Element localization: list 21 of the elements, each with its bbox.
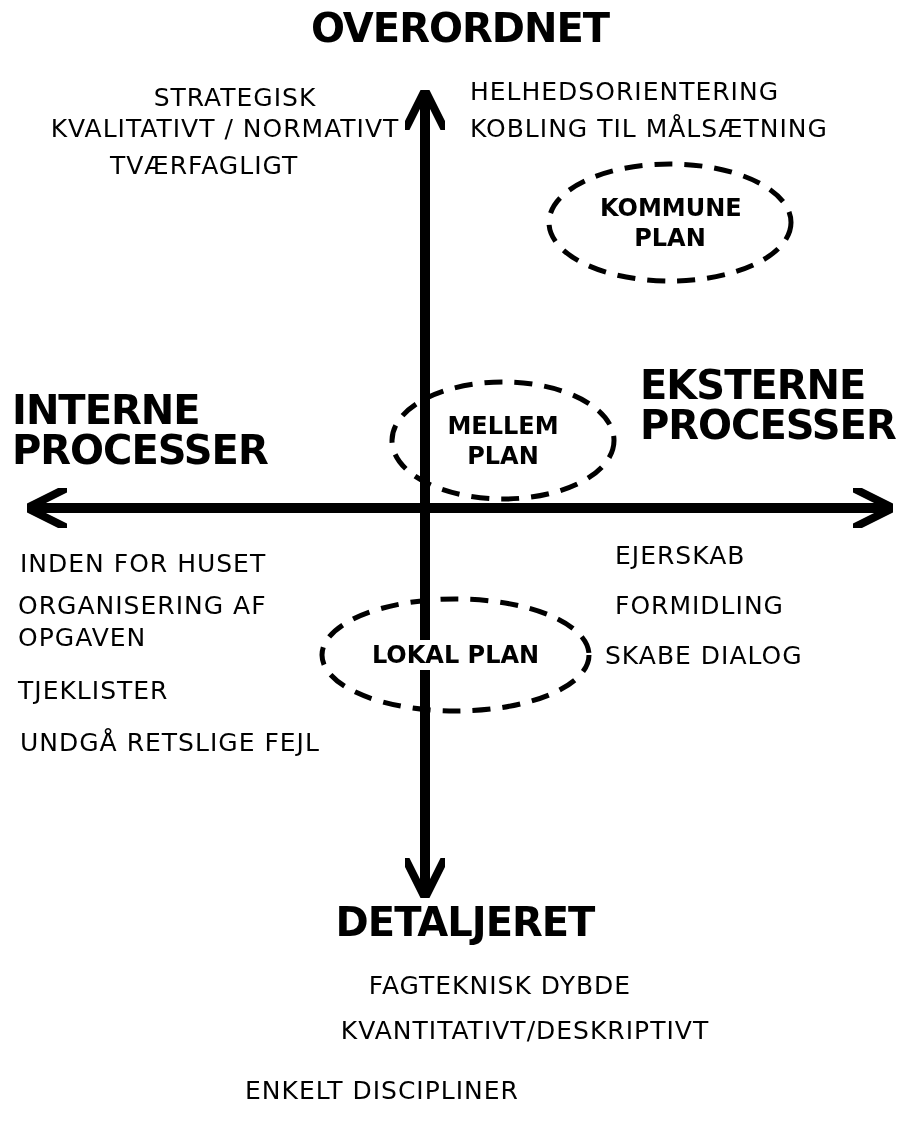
quadrant-note: KVANTITATIVT/DESKRIPTIVT (339, 1015, 711, 1047)
dashed-ellipse (388, 378, 618, 503)
dashed-ellipse (318, 595, 593, 715)
quadrant-note: FAGTEKNISK DYBDE (367, 970, 633, 1002)
quadrant-note: UNDGÅ RETSLIGE FEJL (20, 727, 321, 759)
quadrant-note: INDEN FOR HUSET (20, 548, 268, 580)
axis-label: OVERORDNET (309, 8, 611, 48)
quadrant-note: KVALITATIVT / NORMATIVT (49, 113, 401, 145)
axis-label: EKSTERNE PROCESSER (640, 365, 897, 445)
quadrant-note: ENKELT DISCIPLINER (245, 1075, 520, 1107)
quadrant-note: SKABE DIALOG (605, 640, 804, 672)
quadrant-note: KOBLING TIL MÅLSÆTNING (470, 113, 829, 145)
quadrant-note: HELHEDSORIENTERING (470, 76, 781, 108)
axis-label: INTERNE PROCESSER (12, 390, 269, 470)
quadrant-note: EJERSKAB (615, 540, 747, 572)
quadrant-note: TJEKLISTER (18, 675, 170, 707)
dashed-ellipse (545, 160, 795, 285)
quadrant-note: TVÆRFAGLIGT (110, 150, 300, 182)
quadrant-note: ORGANISERING AF OPGAVEN (18, 590, 268, 654)
quadrant-note: STRATEGISK (152, 82, 318, 114)
quadrant-note: FORMIDLING (615, 590, 785, 622)
